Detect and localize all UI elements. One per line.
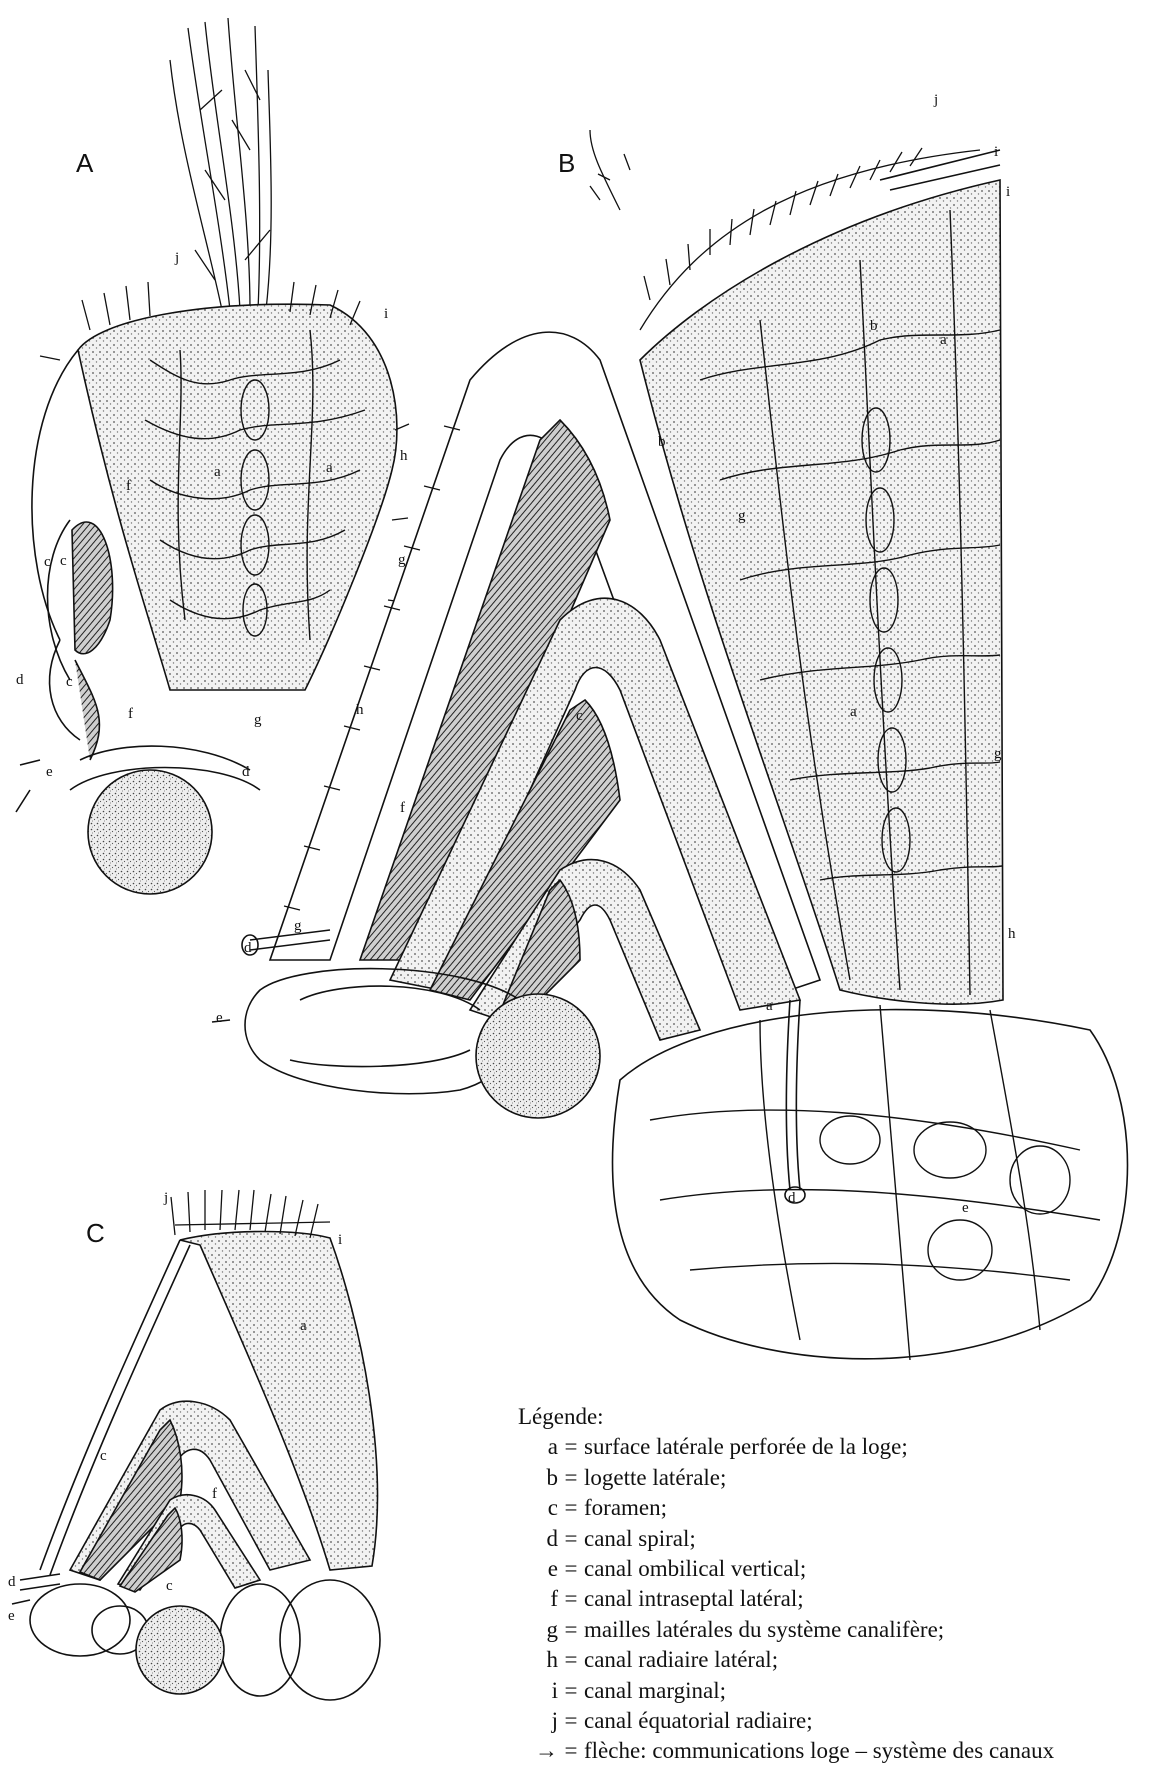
label-a-h: h [400,448,408,464]
label-b-j: j [933,92,938,108]
label-c-j: j [163,1190,168,1206]
label-b-f: f [400,800,405,816]
label-b-d2: d [788,1190,796,1206]
label-b-b1: b [870,318,878,334]
label-b-d1: d [244,940,252,956]
panel-b-umbilical-basket [613,1010,1128,1359]
legend-key-arrow: → [518,1736,558,1766]
label-a-d2: d [242,764,250,780]
legend-text: canal équatorial radiaire; [584,1706,813,1736]
label-b-b2: b [658,434,666,450]
legend-key: j [518,1706,558,1736]
legend-key: c [518,1493,558,1523]
legend-equals: = [558,1554,584,1584]
legend-text: flèche: communications loge – système de… [584,1736,1054,1766]
legend-equals: = [558,1676,584,1706]
label-b-e1: e [216,1010,223,1026]
legend: Légende: a = surface latérale perforée d… [518,1402,1054,1767]
legend-item: a = surface latérale perforée de la loge… [518,1432,1054,1462]
label-c-d: d [8,1574,16,1590]
legend-equals: = [558,1524,584,1554]
label-b-c: c [576,708,583,724]
label-a-g1: g [398,552,406,568]
label-b-g3: g [294,918,302,934]
legend-equals: = [558,1463,584,1493]
label-a-j: j [174,250,179,266]
legend-text: canal radiaire latéral; [584,1645,778,1675]
label-b-h: h [356,702,364,718]
legend-key: h [518,1645,558,1675]
label-c-a: a [300,1318,307,1334]
legend-item: i = canal marginal; [518,1676,1054,1706]
panel-a-proloculus [88,770,212,894]
legend-equals: = [558,1706,584,1736]
panel-a-radial-tuft [170,18,271,310]
legend-text: surface latérale perforée de la loge; [584,1432,908,1462]
legend-key: i [518,1676,558,1706]
label-b-e2: e [962,1200,969,1216]
legend-key: f [518,1584,558,1614]
legend-item: g = mailles latérales du système canalif… [518,1615,1054,1645]
panel-a-outer-chamber [32,350,78,640]
label-a-g2: g [254,712,262,728]
label-c-f: f [212,1486,217,1502]
label-b-a3: a [766,998,773,1014]
label-b-g1: g [738,508,746,524]
legend-text: canal marginal; [584,1676,726,1706]
panel-c-drawing [12,1190,380,1700]
label-a-d1: d [16,672,24,688]
legend-item: → = flèche: communications loge – systèm… [518,1736,1054,1766]
label-a-f2: f [128,706,133,722]
label-c-i: i [338,1232,342,1248]
legend-text: mailles latérales du système canalifère; [584,1615,944,1645]
legend-text: canal intraseptal latéral; [584,1584,804,1614]
label-a-c2: c [60,553,67,569]
legend-equals: = [558,1645,584,1675]
label-a-c3: c [66,674,73,690]
legend-item: c = foramen; [518,1493,1054,1523]
label-c-c1: c [100,1448,107,1464]
legend-key: b [518,1463,558,1493]
legend-key: a [518,1432,558,1462]
panel-c-proloculus [136,1606,224,1694]
label-a-a2: a [326,460,333,476]
label-c-c2: c [166,1578,173,1594]
legend-key: e [518,1554,558,1584]
label-b-h2: h [1008,926,1016,942]
label-c-e: e [8,1608,15,1624]
panel-a-body [78,304,397,690]
label-b-i2: i [1006,184,1010,200]
legend-equals: = [558,1615,584,1645]
label-a-c1: c [44,554,51,570]
label-b-a2: a [850,704,857,720]
panel-b-drawing [212,130,1128,1360]
legend-item: j = canal équatorial radiaire; [518,1706,1054,1736]
label-b-i1: i [994,144,998,160]
legend-item: e = canal ombilical vertical; [518,1554,1054,1584]
legend-text: canal spiral; [584,1524,696,1554]
legend-equals: = [558,1584,584,1614]
panel-b-proloculus [476,994,600,1118]
legend-item: h = canal radiaire latéral; [518,1645,1054,1675]
label-a-a1: a [214,464,221,480]
legend-title: Légende: [518,1402,1054,1432]
legend-item: b = logette latérale; [518,1463,1054,1493]
label-b-g2: g [994,746,1002,762]
legend-key: d [518,1524,558,1554]
label-a-e: e [46,764,53,780]
label-a-f1: f [126,478,131,494]
legend-equals: = [558,1736,584,1766]
legend-item: f = canal intraseptal latéral; [518,1584,1054,1614]
legend-text: canal ombilical vertical; [584,1554,806,1584]
legend-equals: = [558,1432,584,1462]
legend-item: d = canal spiral; [518,1524,1054,1554]
label-a-i: i [384,306,388,322]
legend-text: logette latérale; [584,1463,726,1493]
legend-text: foramen; [584,1493,667,1523]
legend-key: g [518,1615,558,1645]
label-b-a1: a [940,332,947,348]
legend-equals: = [558,1493,584,1523]
panel-a-hatched-chamber [72,522,113,654]
